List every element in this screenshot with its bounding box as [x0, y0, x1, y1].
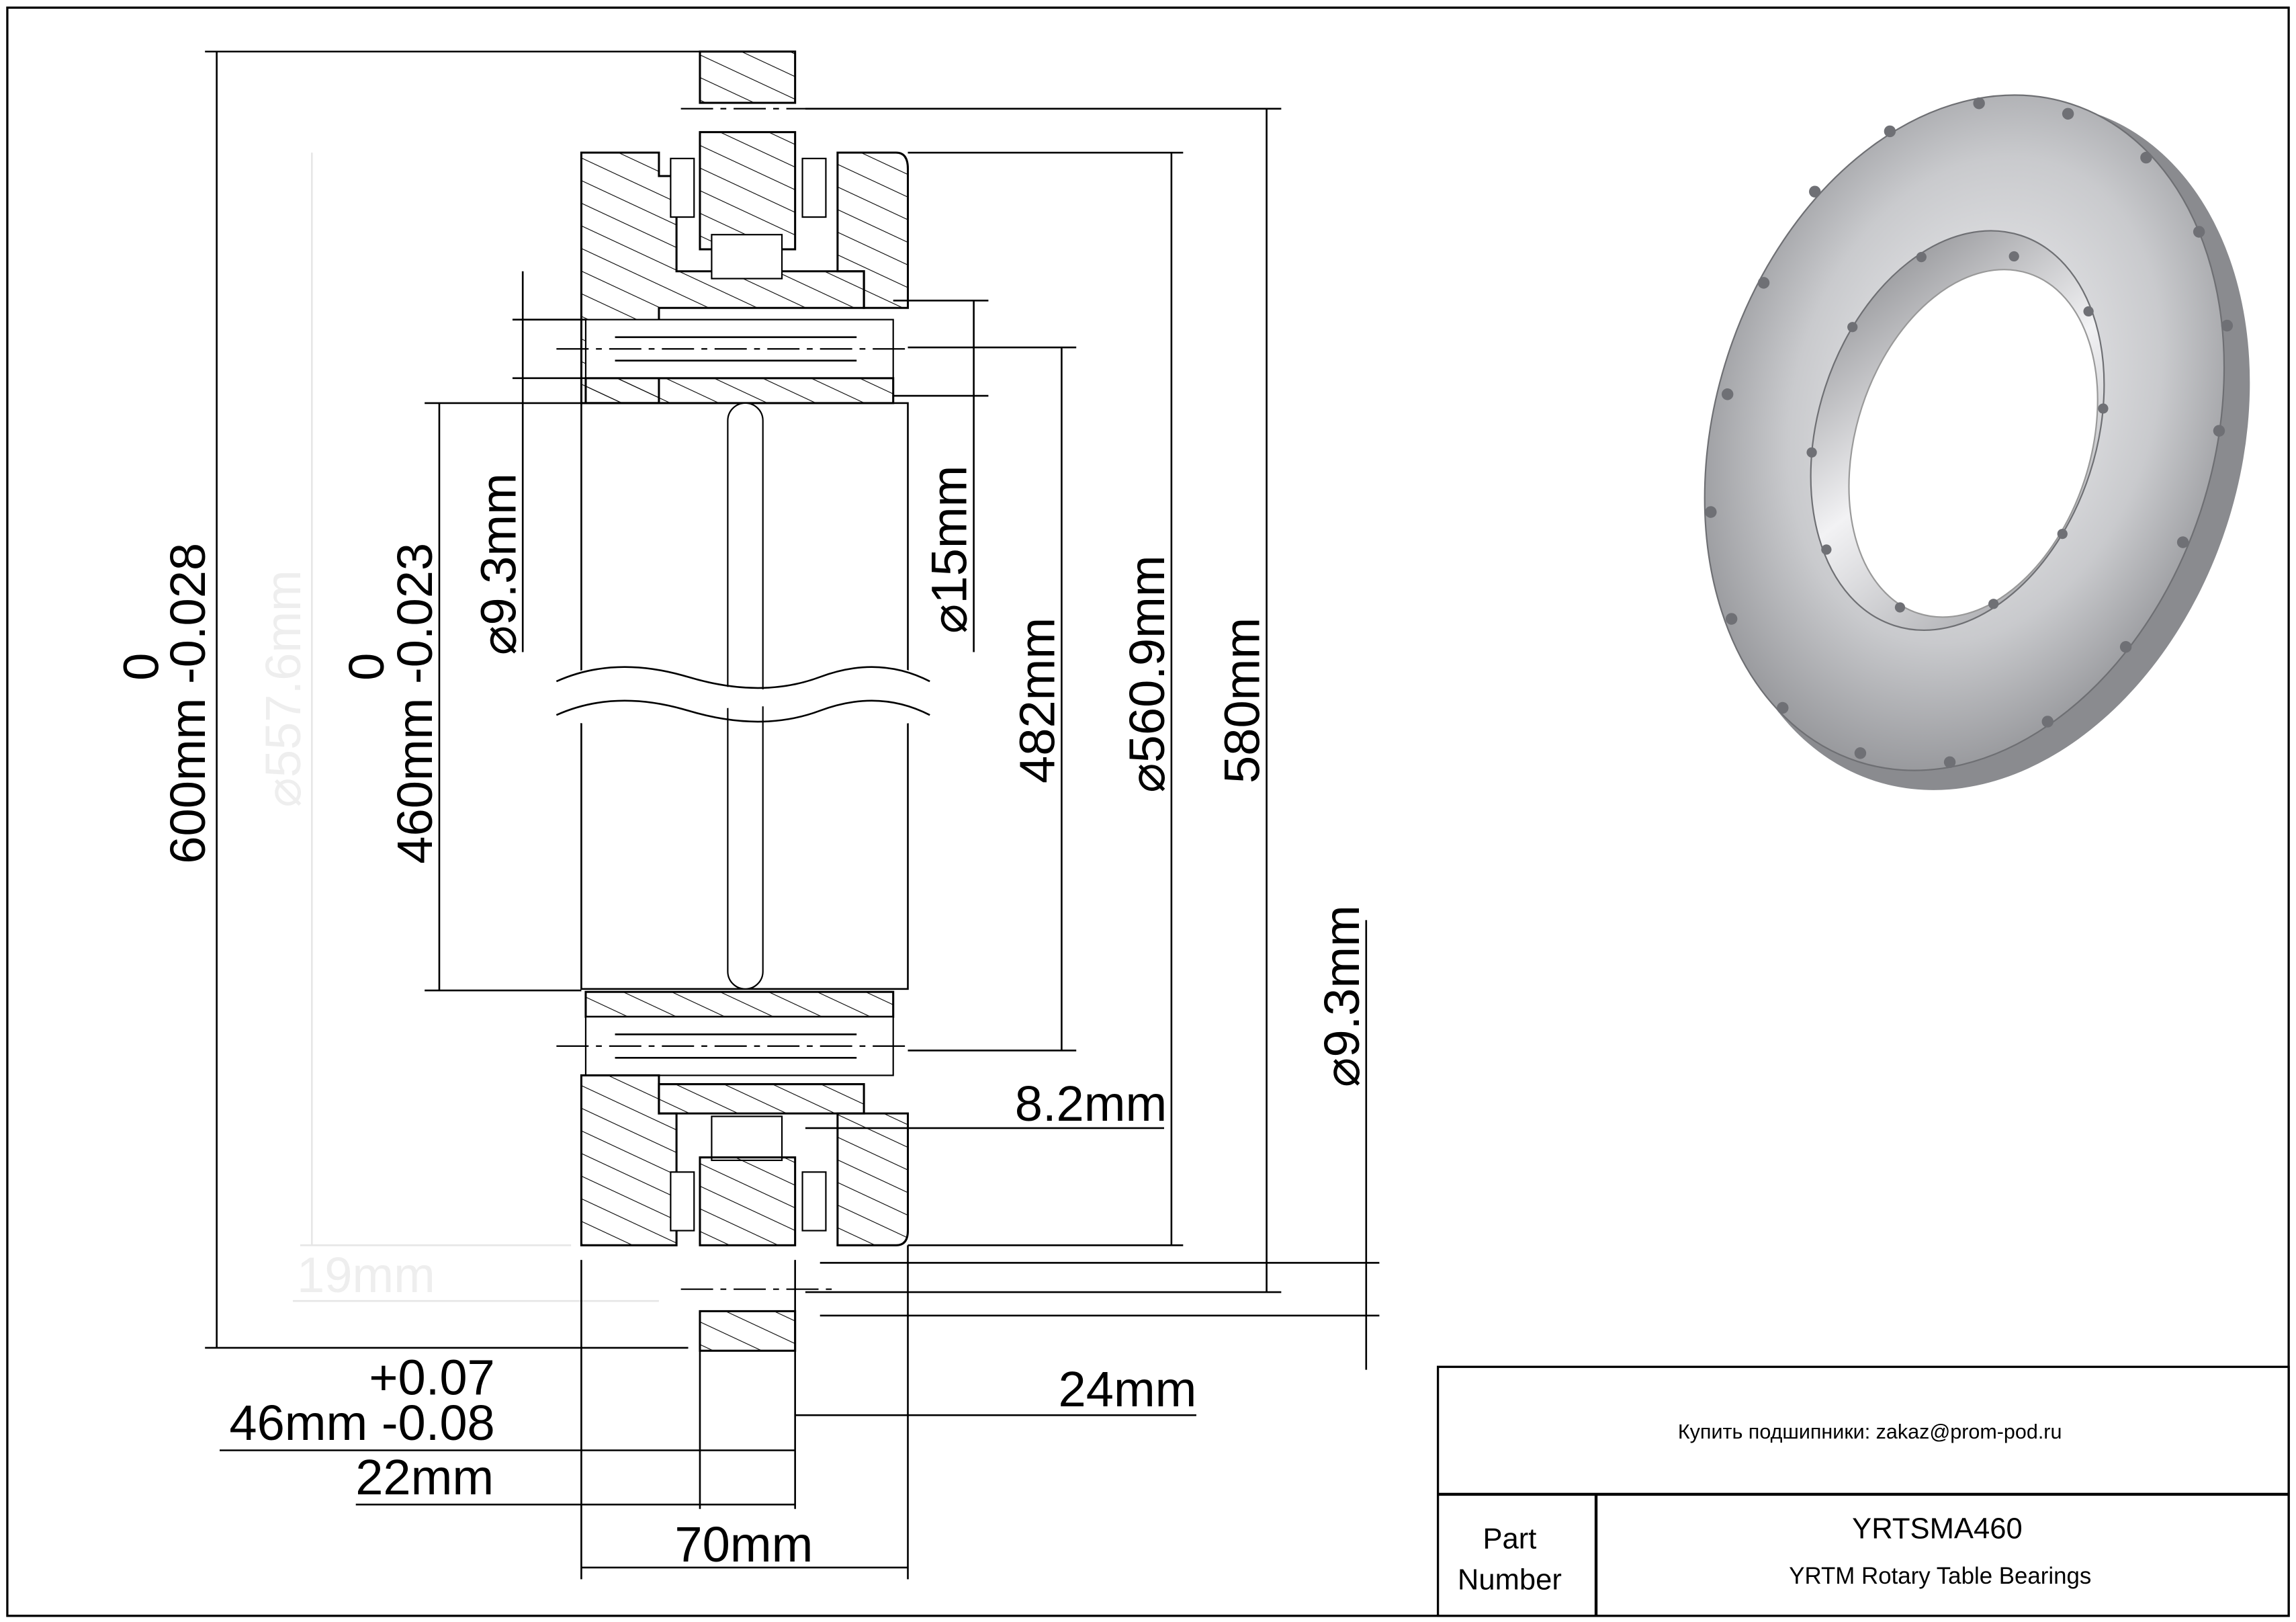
dim-19: 19mm [297, 1247, 435, 1303]
dim-height-tol: +0.07 [369, 1350, 495, 1406]
bearing-3d-render [1704, 94, 2250, 790]
dim-bore: 460mm -0.023 [387, 543, 443, 864]
bearing-cross-section [549, 50, 938, 1352]
dim-580: 580mm [1215, 617, 1270, 783]
dim-8-2: 8.2mm [1015, 1076, 1167, 1132]
dim-hole-right: ⌀9.3mm [1314, 905, 1370, 1087]
dim-24: 24mm [1059, 1361, 1197, 1417]
contact-text: Купить подшипники: zakaz@prom-pod.ru [1678, 1420, 2062, 1443]
dimension-lines [205, 50, 1380, 1580]
title-block: Купить подшипники: zakaz@prom-pod.ru Par… [1436, 1365, 2290, 1617]
dim-bore-tol: 0 [339, 653, 394, 681]
number-label: Number [1458, 1564, 1562, 1596]
dim-560: ⌀560.9mm [1119, 555, 1175, 793]
drawing-border [6, 6, 2290, 1617]
dimension-labels: 0 600mm -0.028 ⌀557.6mm 0 460mm -0.023 ⌀… [113, 466, 1369, 1573]
dim-46: 46mm -0.08 [229, 1395, 494, 1451]
dim-hole-left: ⌀9.3mm [470, 473, 526, 655]
part-number: YRTSMA460 [1852, 1512, 2023, 1545]
dim-70: 70mm [674, 1517, 813, 1572]
dim-22: 22mm [355, 1449, 494, 1505]
part-description: YRTM Rotary Table Bearings [1789, 1563, 2091, 1589]
dim-counterbore: ⌀15mm [922, 466, 977, 634]
dim-outer-dia: 600mm -0.028 [160, 543, 216, 864]
part-label: Part [1483, 1523, 1536, 1555]
dim-light-dia: ⌀557.6mm [255, 570, 311, 808]
dim-482: 482mm [1009, 617, 1065, 783]
dim-outer-tol: 0 [113, 653, 169, 681]
